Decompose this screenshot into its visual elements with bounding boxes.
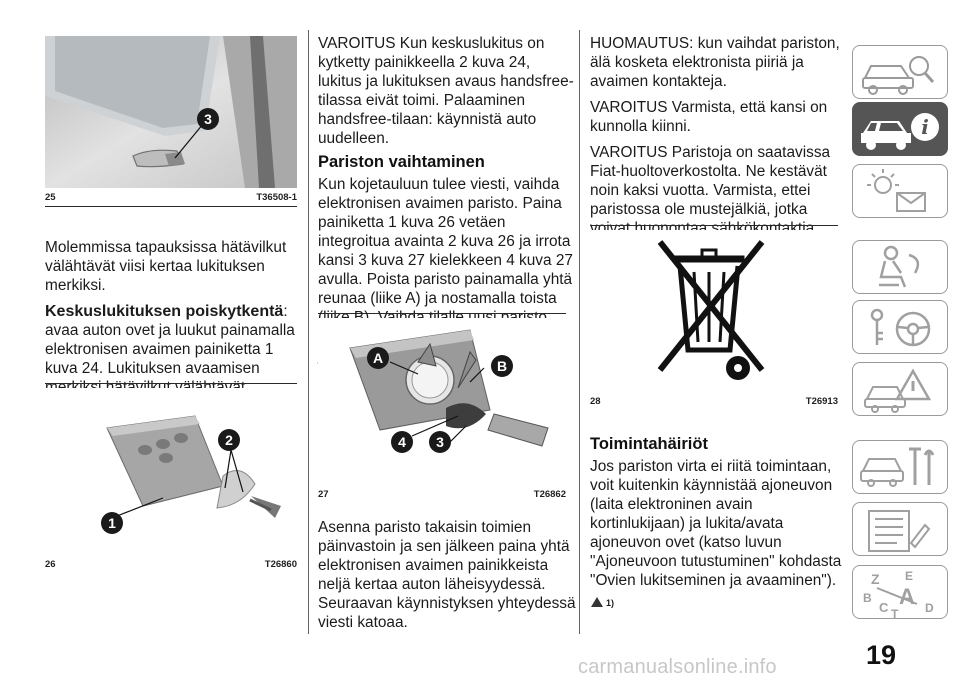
figure-code: T26913 [805, 396, 838, 407]
paragraph: Asenna paristo takaisin toimien päinvast… [318, 519, 576, 631]
figure-28-top-rule [590, 225, 838, 226]
column-divider [308, 30, 309, 634]
figure-number: 26 [45, 559, 56, 570]
figure-27-caption: 27 T26862 [318, 489, 566, 503]
figure-26: 1 2 26 T26860 [45, 388, 297, 573]
figure-28-caption: 28 T26913 [590, 396, 838, 410]
figure-25: 3 25 T36508-1 [45, 36, 297, 206]
figure-25-callouts: 3 [174, 108, 219, 159]
warning-paragraph: VAROITUS Kun keskuslukitus on kytketty p… [318, 35, 574, 147]
sidebar-tab-car-search[interactable] [852, 45, 948, 99]
electronic-key-card-illustration: 1 2 [101, 415, 281, 534]
column-2-text: VAROITUS Kun keskuslukitus on kytketty p… [318, 34, 576, 365]
svg-text:i: i [921, 115, 929, 139]
paragraph: Jos pariston virta ei riitä toimintaan, … [590, 458, 842, 589]
index-letter-z: Z [871, 571, 880, 587]
callout-3: 3 [204, 111, 212, 127]
warning-triangle-icon [591, 597, 603, 607]
warning-lights-icon [867, 169, 926, 212]
callout-2: 2 [225, 432, 233, 448]
sidebar-tab-car-service-tools[interactable] [852, 440, 948, 494]
car-service-tools-icon [860, 447, 935, 487]
column-3-text: HUOMAUTUS: kun vaihdat pariston, älä kos… [590, 34, 846, 238]
car-search-icon [862, 56, 935, 95]
column-1-text: Molemmissa tapauksissa hätävilkut väläht… [45, 238, 300, 397]
figure-27: A B 4 3 27 T26862 [318, 318, 566, 503]
sidebar-tab-alphabetical-index[interactable]: Z E B A C D T [852, 565, 948, 620]
car-door-handle-illustration [45, 36, 297, 188]
sidebar-tab-technical-data-list[interactable] [852, 502, 948, 556]
figure-number: 28 [590, 396, 601, 407]
callout-4: 4 [398, 434, 406, 450]
page-number: 19 [866, 640, 897, 670]
watermark: carmanualsonline.info [578, 656, 777, 678]
column-3-text-lower: Toimintahäiriöt Jos pariston virta ei ri… [590, 430, 846, 613]
car-warning-road-icon [864, 368, 932, 413]
sidebar-tab-warning-lights[interactable] [852, 164, 948, 218]
crossed-out-wheelie-bin-icon [657, 240, 765, 380]
callout-A: A [373, 350, 383, 366]
figure-27-image: A B 4 3 [318, 318, 566, 483]
paragraph: Molemmissa tapauksissa hätävilkut väläht… [45, 239, 287, 294]
figure-26-image: 1 2 [45, 388, 297, 553]
index-letter-t: T [891, 607, 899, 620]
note-reference-number: 1) [606, 598, 615, 608]
warning-paragraph: VAROITUS Varmista, että kansi on kunnoll… [590, 99, 828, 135]
inline-heading: Keskuslukituksen poiskytkentä [45, 303, 284, 320]
sidebar-tab-key-steering-wheel[interactable] [852, 300, 948, 354]
car-info-icon: i [861, 113, 939, 150]
figure-code: T26862 [533, 489, 566, 500]
column-divider [579, 30, 580, 634]
section-heading: Pariston vaihtaminen [318, 153, 485, 171]
airbag-seat-icon [879, 245, 920, 288]
section-heading: Toimintahäiriöt [590, 435, 708, 453]
index-letter-d: D [925, 601, 934, 615]
figure-26-top-rule [45, 383, 297, 384]
note-reference: 1) [590, 592, 846, 613]
callout-1: 1 [108, 515, 116, 531]
key-battery-replacement-illustration: A B 4 3 [349, 329, 549, 453]
figure-number: 25 [45, 192, 56, 203]
index-letter-c: C [879, 600, 889, 615]
sidebar-tab-airbag-seat[interactable] [852, 240, 948, 294]
figure-28-image [590, 230, 838, 390]
key-steering-wheel-icon [870, 308, 931, 347]
figure-code: T26860 [264, 559, 297, 570]
figure-27-top-rule [318, 313, 566, 314]
figure-25-rule [45, 206, 297, 207]
figure-25-image: 3 [45, 36, 297, 188]
alphabetical-index-icon: Z E B A C D T [863, 569, 934, 620]
figure-28: 28 T26913 [590, 230, 838, 410]
technical-data-list-icon [868, 510, 931, 552]
note-paragraph: HUOMAUTUS: kun vaihdat pariston, älä kos… [590, 35, 840, 90]
figure-number: 27 [318, 489, 329, 500]
figure-25-caption: 25 T36508-1 [45, 192, 297, 206]
sidebar-tab-car-info[interactable]: i [852, 102, 948, 156]
callout-B: B [497, 358, 507, 374]
index-letter-a: A [899, 584, 915, 609]
figure-code: T36508-1 [256, 192, 297, 203]
warning-paragraph: VAROITUS Paristoja on saatavissa Fiat-hu… [590, 144, 831, 237]
column-2-text-lower: Asenna paristo takaisin toimien päinvast… [318, 518, 576, 632]
index-letter-b: B [863, 591, 872, 605]
index-letter-e: E [905, 569, 913, 583]
callout-3: 3 [436, 434, 444, 450]
figure-26-caption: 26 T26860 [45, 559, 297, 573]
sidebar-tab-car-warning-road[interactable] [852, 362, 948, 416]
